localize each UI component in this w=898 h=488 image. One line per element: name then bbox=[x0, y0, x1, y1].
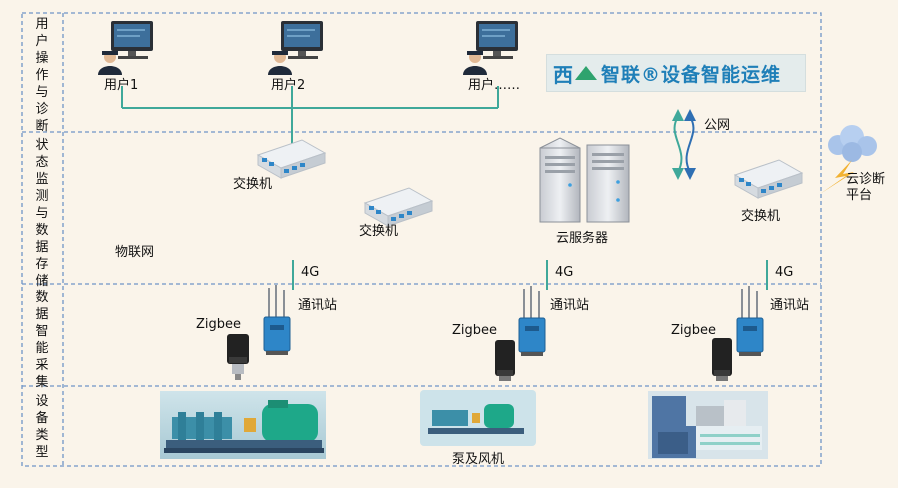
user-computer-1 bbox=[98, 21, 153, 75]
user-label-2: 用户2 bbox=[271, 78, 306, 93]
station-label-3: 通讯站 bbox=[770, 298, 810, 313]
switch-icon-2 bbox=[363, 187, 434, 227]
sensor-label-3: Zigbee bbox=[671, 323, 717, 338]
station-icon-3 bbox=[736, 286, 764, 356]
switch-label-1: 交换机 bbox=[233, 177, 273, 192]
layer-label-user: 用户操作与诊断 bbox=[35, 17, 49, 134]
iot-network-label: 物联网 bbox=[115, 245, 155, 260]
cloud-server-label: 云服务器 bbox=[556, 231, 609, 246]
brand-logo-mark: 西 bbox=[553, 62, 573, 87]
equipment-label: 泵及风机 bbox=[452, 452, 505, 467]
uplink-label-3: 4G bbox=[775, 265, 794, 280]
user-computer-3 bbox=[463, 21, 518, 75]
switch-icon-1 bbox=[256, 139, 327, 179]
public-network-label: 公网 bbox=[704, 118, 731, 133]
sensor-label-1: Zigbee bbox=[196, 317, 242, 332]
switch-icon-3 bbox=[733, 159, 804, 199]
brand-logo-text: 智联®设备智能运维 bbox=[601, 63, 782, 86]
equipment-pump-1 bbox=[160, 391, 326, 459]
cloud-diagnosis-icon bbox=[820, 125, 877, 194]
cloud-diagnosis-label: 云诊断平台 bbox=[846, 172, 886, 203]
uplink-label-1: 4G bbox=[301, 265, 320, 280]
sensor-label-2: Zigbee bbox=[452, 323, 498, 338]
zigbee-sensor-icon-2 bbox=[495, 340, 515, 381]
station-label-2: 通讯站 bbox=[550, 298, 590, 313]
switch-label-3: 交换机 bbox=[741, 209, 781, 224]
station-label-1: 通讯站 bbox=[298, 298, 338, 313]
switch-label-2: 交换机 bbox=[359, 224, 399, 239]
user-label-3: 用户…… bbox=[468, 78, 521, 93]
user-computer-2 bbox=[268, 21, 323, 75]
brand-logo: 西 智联®设备智能运维 bbox=[546, 54, 806, 92]
outer-frame bbox=[21, 12, 822, 467]
equipment-pump-2 bbox=[420, 390, 536, 446]
zigbee-sensor-icon-3 bbox=[712, 338, 732, 381]
layer-label-monitoring: 状态监测与数据存储 bbox=[35, 138, 49, 289]
user-label-1: 用户1 bbox=[104, 78, 139, 93]
zigbee-sensor-icon-1 bbox=[227, 334, 249, 380]
station-icon-1 bbox=[263, 285, 291, 355]
uplink-label-2: 4G bbox=[555, 265, 574, 280]
public-network-arrows bbox=[672, 109, 696, 180]
equipment-fan bbox=[648, 391, 768, 459]
layer-label-collection: 数据智能采集 bbox=[35, 290, 49, 390]
mountain-icon bbox=[575, 66, 597, 80]
station-icon-2 bbox=[518, 286, 546, 356]
cloud-server-icon bbox=[539, 137, 630, 223]
layer-label-equipment: 设备类型 bbox=[35, 394, 49, 460]
